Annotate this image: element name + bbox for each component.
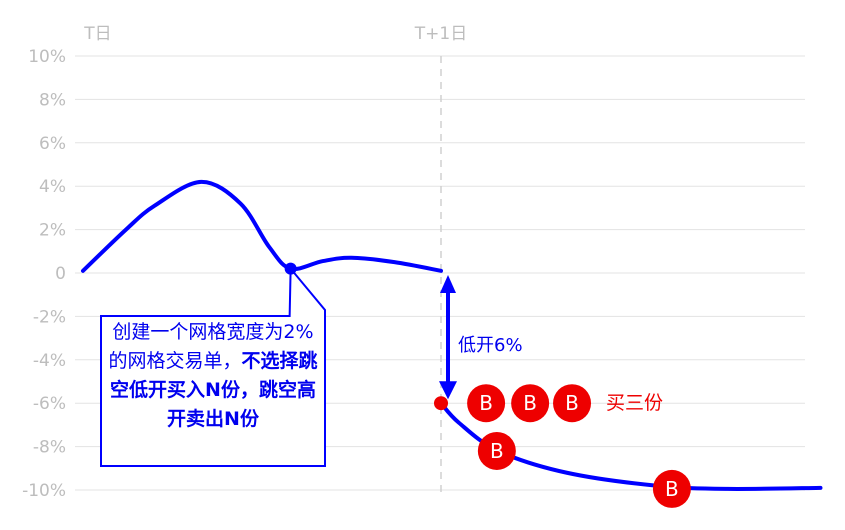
y-tick-label: -10% bbox=[22, 481, 66, 501]
buy-marker: B bbox=[553, 384, 592, 423]
y-tick-label: 8% bbox=[39, 90, 66, 110]
buy-marker-circle bbox=[553, 384, 592, 423]
buy-three-label: 买三份 bbox=[606, 392, 663, 414]
buy-marker-label: B bbox=[490, 439, 504, 463]
open-point bbox=[434, 396, 448, 411]
callout-box bbox=[100, 265, 326, 467]
buy-marker: B bbox=[652, 469, 691, 508]
x-tick-label: T日 bbox=[83, 24, 111, 44]
y-tick-label: -2% bbox=[33, 307, 66, 327]
y-tick-label: 10% bbox=[28, 47, 66, 67]
callout-normal-text: 创建一个网格宽度为2%的网格交易单， bbox=[108, 321, 314, 372]
buy-marker-circle bbox=[477, 431, 516, 470]
buy-marker-label: B bbox=[565, 391, 579, 415]
y-tick-label: -8% bbox=[33, 438, 66, 458]
y-tick-label: -6% bbox=[33, 394, 66, 414]
buy-marker-circle bbox=[511, 384, 550, 423]
gap-label: 低开6% bbox=[458, 335, 523, 356]
buy-marker-circle bbox=[652, 469, 691, 508]
y-tick-label: 4% bbox=[39, 177, 66, 197]
y-tick-label: 0 bbox=[55, 264, 66, 284]
y-tick-label: 2% bbox=[39, 221, 66, 241]
series-line bbox=[439, 401, 823, 491]
y-tick-label: 6% bbox=[39, 134, 66, 154]
y-tick-label: -4% bbox=[33, 351, 66, 371]
callout-bold-text: 不选择跳空低开买入N份，跳空高开卖出N份 bbox=[110, 350, 318, 430]
grid-point bbox=[284, 262, 297, 275]
buy-marker-label: B bbox=[479, 391, 493, 415]
buy-marker-label: B bbox=[523, 391, 537, 415]
x-tick-label: T+1日 bbox=[414, 24, 467, 44]
callout-text: 创建一个网格宽度为2%的网格交易单，不选择跳空低开买入N份，跳空高开卖出N份 bbox=[103, 318, 323, 434]
buy-marker-label: B bbox=[665, 477, 679, 501]
series-line bbox=[81, 179, 443, 273]
buy-marker: B bbox=[477, 431, 516, 470]
arrow-up-icon bbox=[440, 275, 456, 293]
arrow-down-icon bbox=[439, 381, 457, 400]
buy-marker-circle bbox=[467, 384, 506, 423]
buy-marker: B bbox=[467, 384, 506, 423]
buy-marker: B bbox=[511, 384, 550, 423]
